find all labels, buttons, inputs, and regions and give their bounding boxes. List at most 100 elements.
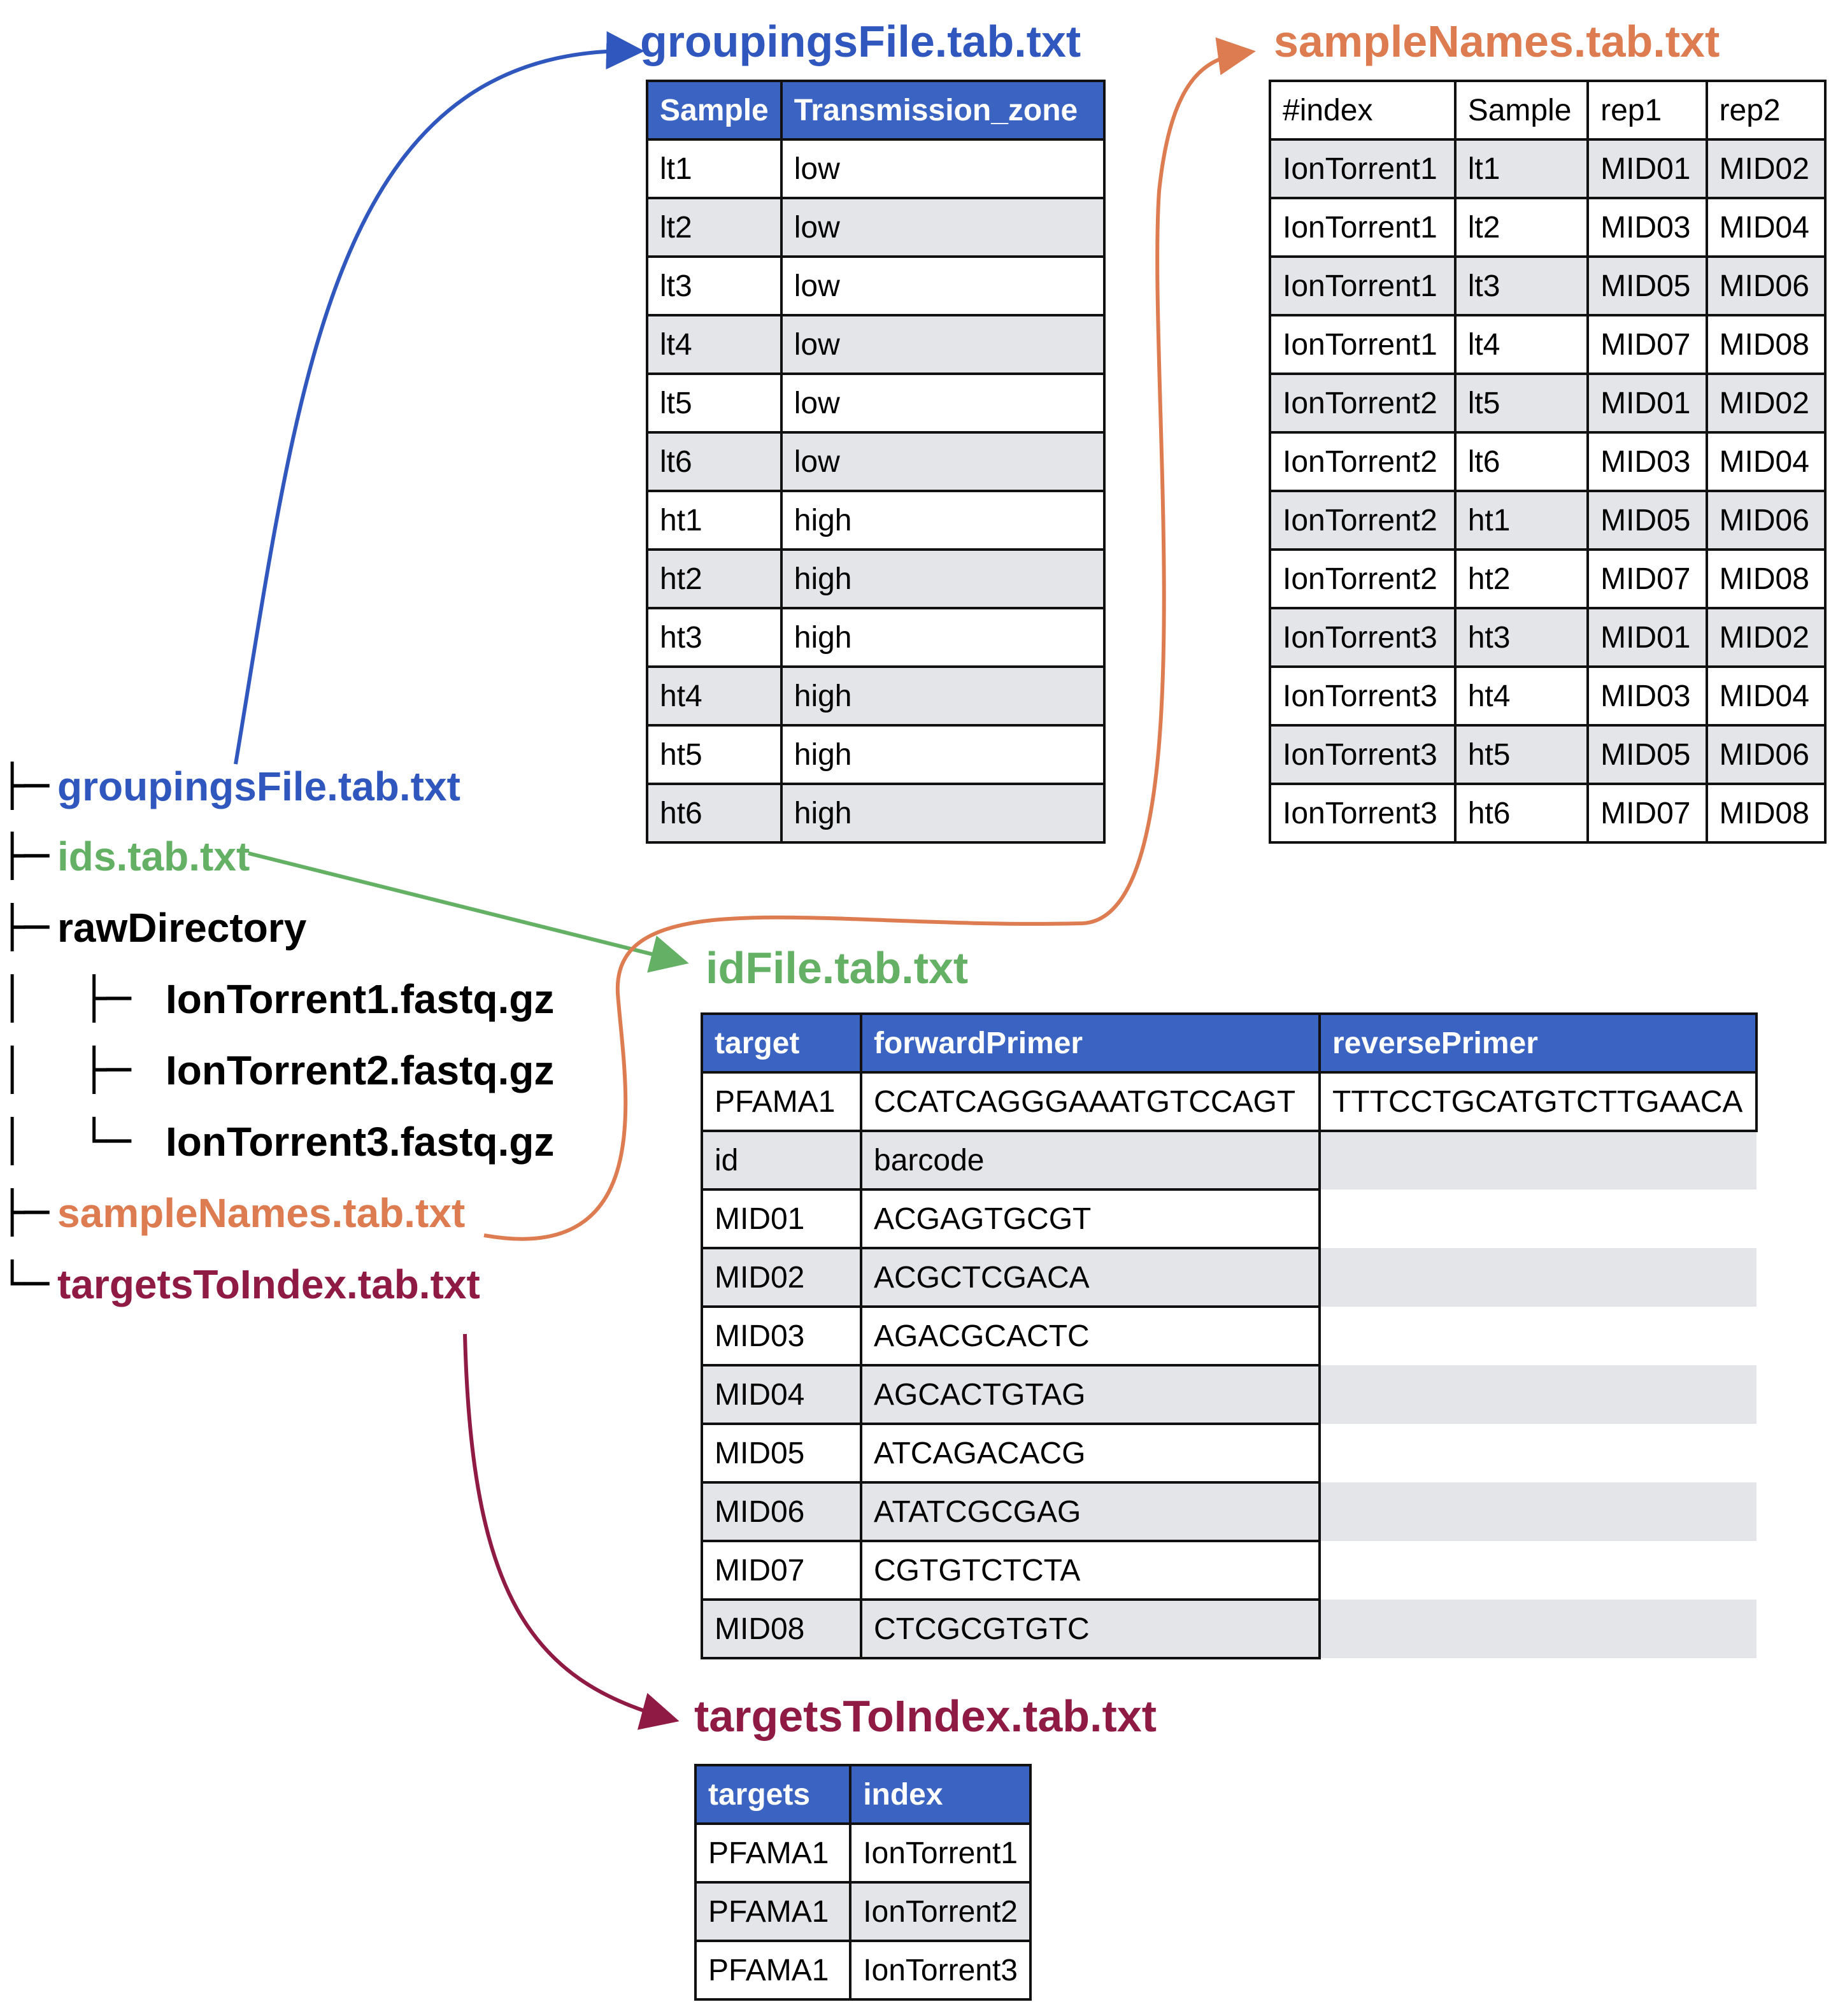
table-cell: MID04 xyxy=(1705,197,1827,258)
tree-branch-icon: └─ xyxy=(57,1118,131,1165)
tree-item-iontorrent3[interactable]: │ └─ IonTorrent3.fastq.gz xyxy=(0,1107,554,1177)
column-header: forwardPrimer xyxy=(860,1012,1321,1074)
tree-item-sample-names[interactable]: ├─ sampleNames.tab.txt xyxy=(0,1178,465,1248)
table-header-row: target forwardPrimer reversePrimer xyxy=(701,1012,1758,1074)
table-cell: IonTorrent3 xyxy=(1269,783,1457,844)
table-cell: low xyxy=(780,255,1106,316)
table-cell: MID03 xyxy=(701,1305,862,1366)
column-header: index xyxy=(849,1764,1032,1825)
tree-item-label: IonTorrent2.fastq.gz xyxy=(166,1047,555,1093)
table-cell: ATCAGACACG xyxy=(860,1423,1321,1484)
table-cell xyxy=(1320,1365,1756,1424)
column-header: #index xyxy=(1269,80,1457,141)
tree-branch-icon: ├─ xyxy=(0,763,50,810)
table-cell: low xyxy=(780,431,1106,492)
tree-item-label: rawDirectory xyxy=(57,905,307,951)
table-cell: MID05 xyxy=(1586,255,1708,316)
tree-item-groupings[interactable]: ├─ groupingsFile.tab.txt xyxy=(0,751,460,821)
table-cell: ht3 xyxy=(1453,607,1590,668)
table-cell: MID02 xyxy=(1705,607,1827,668)
table-cell: high xyxy=(780,548,1106,609)
tree-item-iontorrent1[interactable]: │ ├─ IonTorrent1.fastq.gz xyxy=(0,964,554,1034)
table-cell: IonTorrent3 xyxy=(1269,665,1457,727)
column-header: Sample xyxy=(646,80,783,141)
table-cell: low xyxy=(780,138,1106,199)
table-cell: MID04 xyxy=(1705,431,1827,492)
table-cell: low xyxy=(780,373,1106,434)
table-row: PFAMA1 CCATCAGGGAAATGTCCAGT TTTCCTGCATGT… xyxy=(701,1071,1758,1132)
table-cell: CCATCAGGGAAATGTCCAGT xyxy=(860,1071,1321,1132)
table-cell: ht1 xyxy=(1453,490,1590,551)
tree-item-ids[interactable]: ├─ ids.tab.txt xyxy=(0,821,250,891)
table-cell: MID08 xyxy=(701,1598,862,1659)
table-cell: high xyxy=(780,724,1106,785)
table-cell: lt1 xyxy=(1453,138,1590,199)
tree-branch-icon: ├─ xyxy=(57,976,131,1023)
table-cell: lt5 xyxy=(1453,373,1590,434)
table-cell: MID04 xyxy=(701,1364,862,1425)
tree-item-raw-directory[interactable]: ├─ rawDirectory xyxy=(0,893,306,963)
table-cell: IonTorrent2 xyxy=(1269,373,1457,434)
table-cell: lt1 xyxy=(646,138,783,199)
table-cell: MID04 xyxy=(1705,665,1827,727)
table-cell: MID03 xyxy=(1586,197,1708,258)
column-header: rep1 xyxy=(1586,80,1708,141)
table-cell: MID02 xyxy=(1705,373,1827,434)
tree-branch-icon: │ xyxy=(0,976,25,1023)
groupings-title: groupingsFile.tab.txt xyxy=(640,17,1081,66)
table-cell: high xyxy=(780,490,1106,551)
table-cell: lt5 xyxy=(646,373,783,434)
table-cell: ACGCTCGACA xyxy=(860,1247,1321,1308)
tree-item-label: targetsToIndex.tab.txt xyxy=(57,1261,480,1307)
column-header: reversePrimer xyxy=(1318,1012,1758,1074)
id-file-title: idFile.tab.txt xyxy=(706,943,969,993)
table-cell: lt2 xyxy=(646,197,783,258)
table-cell: low xyxy=(780,314,1106,375)
tree-branch-icon: └─ xyxy=(0,1261,50,1308)
table-cell: MID01 xyxy=(701,1188,862,1249)
table-cell: MID05 xyxy=(701,1423,862,1484)
sample-names-title: sampleNames.tab.txt xyxy=(1274,17,1720,66)
tree-branch-icon: ├─ xyxy=(0,904,50,951)
column-header: target xyxy=(701,1012,862,1074)
column-header: rep2 xyxy=(1705,80,1827,141)
table-cell: ht5 xyxy=(646,724,783,785)
table-cell: CTCGCGTGTC xyxy=(860,1598,1321,1659)
table-cell: lt6 xyxy=(1453,431,1590,492)
table-cell: CGTGTCTCTA xyxy=(860,1540,1321,1601)
table-cell: MID03 xyxy=(1586,431,1708,492)
tree-item-targets[interactable]: └─ targetsToIndex.tab.txt xyxy=(0,1249,480,1319)
table-cell: lt6 xyxy=(646,431,783,492)
targets-title: targetsToIndex.tab.txt xyxy=(694,1691,1157,1741)
table-cell: ht4 xyxy=(646,665,783,727)
table-cell xyxy=(1320,1307,1756,1365)
table-cell: ht6 xyxy=(646,783,783,844)
table-cell: ht5 xyxy=(1453,724,1590,785)
table-cell: MID07 xyxy=(1586,783,1708,844)
tree-item-iontorrent2[interactable]: │ ├─ IonTorrent2.fastq.gz xyxy=(0,1035,554,1105)
table-cell: ht1 xyxy=(646,490,783,551)
table-cell: MID06 xyxy=(1705,255,1827,316)
table-cell: IonTorrent2 xyxy=(1269,548,1457,609)
table-cell: MID05 xyxy=(1586,724,1708,785)
table-cell: lt4 xyxy=(1453,314,1590,375)
table-cell: IonTorrent3 xyxy=(849,1940,1032,2001)
tree-item-label: groupingsFile.tab.txt xyxy=(57,763,460,809)
